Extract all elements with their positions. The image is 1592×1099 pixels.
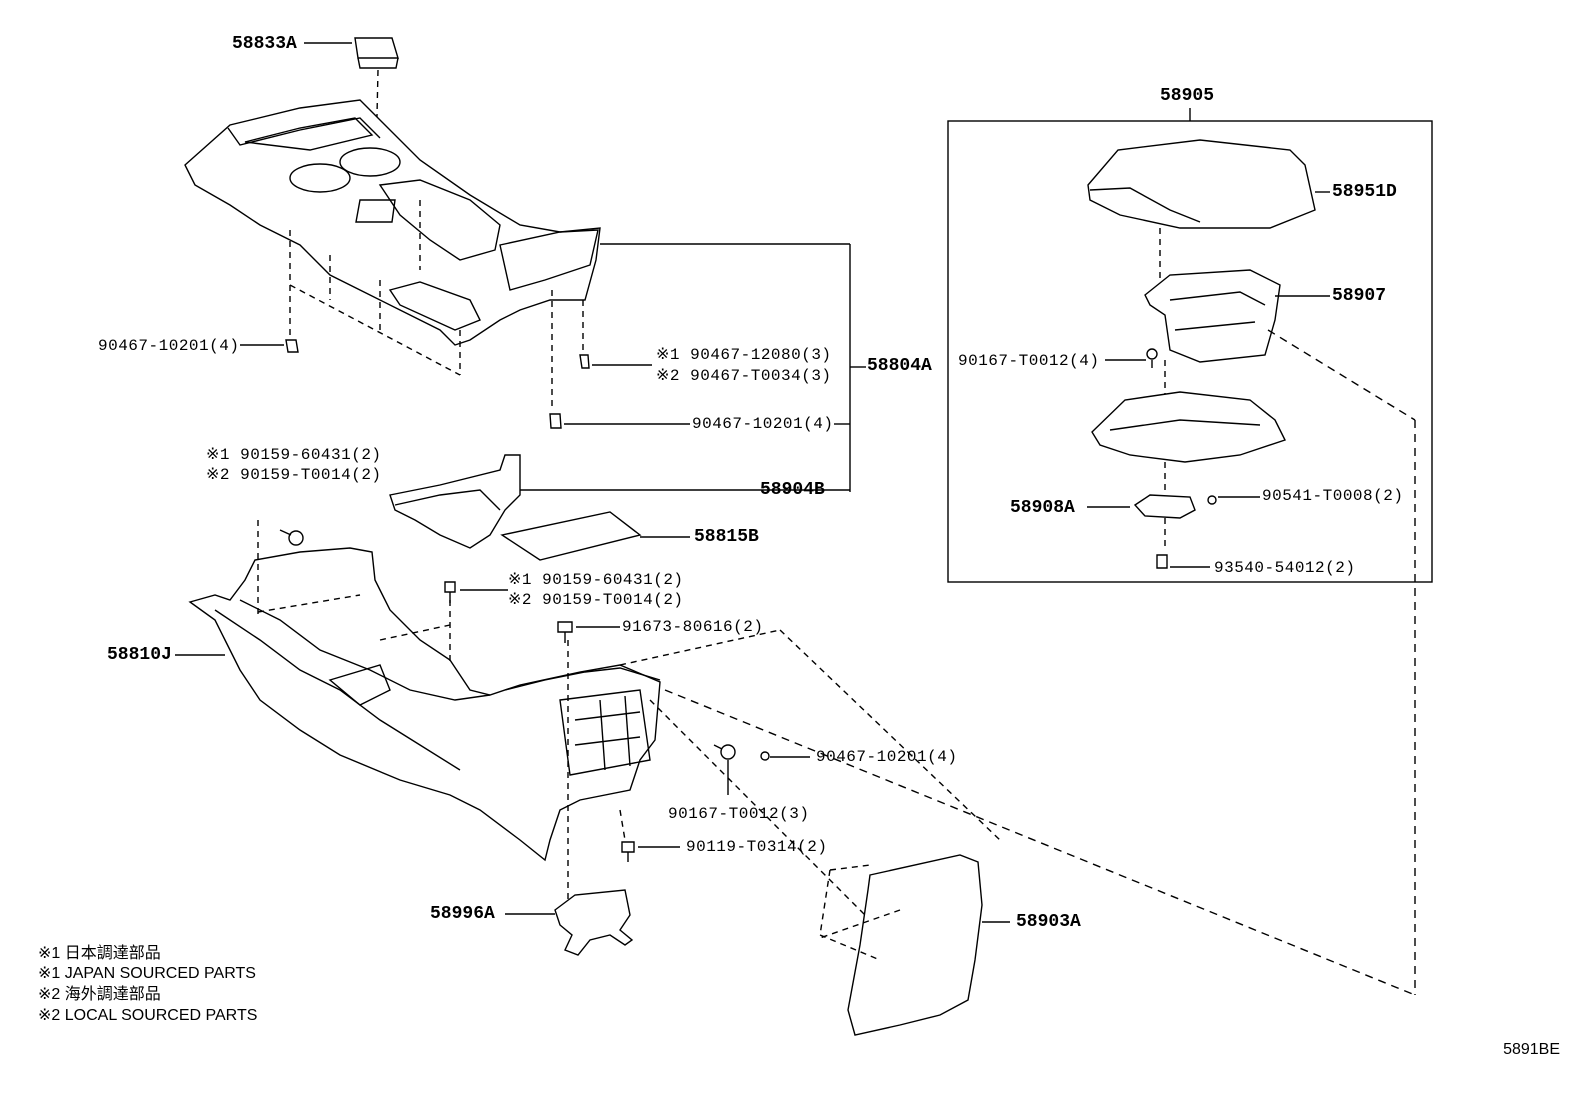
label-58951D: 58951D bbox=[1332, 182, 1397, 202]
label-90167-T0012-lower: 90167-T0012(3) bbox=[668, 805, 810, 823]
part-58904B-drawing bbox=[389, 454, 850, 549]
label-90159-T0014-left: ※2 90159-T0014(2) bbox=[206, 466, 382, 484]
label-90467-10201-upper: 90467-10201(4) bbox=[98, 337, 240, 355]
label-58815B: 58815B bbox=[694, 527, 759, 547]
note-local-en: ※2 LOCAL SOURCED PARTS bbox=[38, 1007, 258, 1024]
label-91673-80616: 91673-80616(2) bbox=[622, 618, 764, 636]
label-90467-10201-mid: 90467-10201(4) bbox=[692, 415, 834, 433]
figure-code: 5891BE bbox=[1503, 1041, 1560, 1058]
label-90541-T0008: 90541-T0008(2) bbox=[1262, 487, 1404, 505]
label-58908A: 58908A bbox=[1010, 498, 1075, 518]
fastener-drawings bbox=[279, 529, 810, 862]
note-japan-jp: ※1 日本調達部品 bbox=[38, 945, 161, 962]
label-58907: 58907 bbox=[1332, 286, 1387, 306]
part-58905-box bbox=[664, 108, 1433, 996]
part-58996A-drawing bbox=[505, 889, 634, 956]
label-90467-T0034: ※2 90467-T0034(3) bbox=[656, 367, 832, 385]
note-local-jp: ※2 海外調達部品 bbox=[38, 986, 161, 1003]
clip-drawings bbox=[240, 339, 850, 429]
label-58903A: 58903A bbox=[1016, 912, 1081, 932]
label-90467-10201-lower: 90467-10201(4) bbox=[816, 748, 958, 766]
label-90159-60431-right: ※1 90159-60431(2) bbox=[508, 571, 684, 589]
label-58810J: 58810J bbox=[107, 645, 172, 665]
label-58804A: 58804A bbox=[867, 356, 932, 376]
label-90467-12080: ※1 90467-12080(3) bbox=[656, 346, 832, 364]
label-58996A: 58996A bbox=[430, 904, 495, 924]
part-58810J-drawing bbox=[175, 520, 1001, 921]
label-93540-54012: 93540-54012(2) bbox=[1214, 559, 1356, 577]
label-90119-T0314: 90119-T0314(2) bbox=[686, 838, 828, 856]
part-58815B-drawing bbox=[500, 511, 690, 561]
label-90159-T0014-right: ※2 90159-T0014(2) bbox=[508, 591, 684, 609]
label-90167-T0012-box: 90167-T0012(4) bbox=[958, 352, 1100, 370]
note-japan-en: ※1 JAPAN SOURCED PARTS bbox=[38, 965, 256, 982]
label-90159-60431-left: ※1 90159-60431(2) bbox=[206, 446, 382, 464]
label-58905: 58905 bbox=[1160, 86, 1215, 106]
part-58804A-drawing bbox=[184, 99, 866, 492]
label-58833A: 58833A bbox=[232, 34, 297, 54]
part-58903A-drawing bbox=[819, 854, 1010, 1036]
label-58904B: 58904B bbox=[760, 480, 825, 500]
